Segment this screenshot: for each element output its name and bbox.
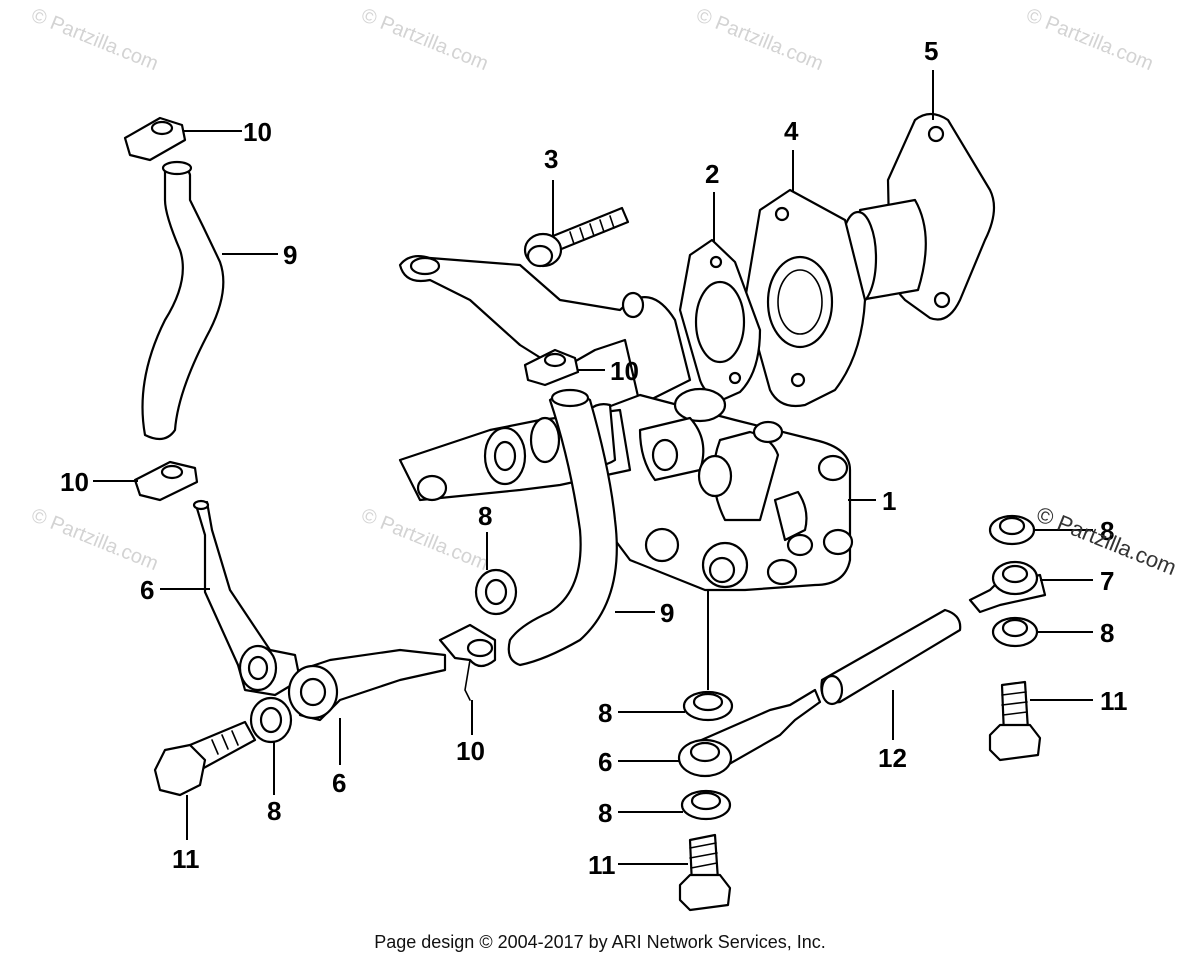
callout-8-right-low: 8 — [1100, 618, 1114, 648]
part-3-bolt — [523, 206, 630, 268]
callout-6-left: 6 — [140, 575, 154, 605]
part-4-plate — [743, 188, 867, 408]
callout-8-left: 8 — [267, 796, 281, 826]
part-6-banjo-left-horizontal — [287, 648, 447, 722]
part-11-bolt-right — [988, 680, 1042, 762]
part-10-clamp-lower — [438, 623, 497, 701]
watermark-6: © Partzilla.com — [358, 504, 491, 575]
callouts: 10 9 10 10 3 2 4 5 1 8 9 6 10 6 8 11 8 6… — [60, 36, 1128, 880]
part-9-hose-lower — [507, 388, 618, 667]
callout-8-mid-lower: 8 — [598, 798, 612, 828]
part-7-banjo-right — [968, 560, 1047, 614]
callout-4: 4 — [784, 116, 799, 146]
callout-6-lower: 6 — [598, 747, 612, 777]
part-6-banjo-left-vertical — [192, 499, 302, 697]
bracket — [398, 255, 692, 407]
callout-11-left: 11 — [172, 844, 200, 874]
callout-10-left: 10 — [60, 467, 89, 497]
callout-8-right-top: 8 — [1100, 516, 1114, 546]
callout-10-lower: 10 — [456, 736, 485, 766]
part-8-washer-right-low — [991, 616, 1039, 648]
callout-8-mid: 8 — [598, 698, 612, 728]
part-8-washer-right-top — [988, 514, 1036, 546]
callout-3: 3 — [544, 144, 558, 174]
callout-7: 7 — [1100, 566, 1114, 596]
callout-8-center: 8 — [478, 501, 492, 531]
part-1-pump-body — [598, 387, 854, 592]
part-10-clamp-center — [523, 348, 580, 387]
callout-9-lower: 9 — [660, 598, 674, 628]
part-11-bolt-left — [153, 720, 257, 797]
part-2-gasket — [678, 238, 762, 402]
part-12-pipe — [820, 608, 962, 706]
callout-11-lower: 11 — [588, 850, 616, 880]
callout-10-top: 10 — [243, 117, 272, 147]
part-8-washer-mid-lower — [680, 789, 732, 821]
watermark-2: © Partzilla.com — [358, 4, 491, 75]
callout-2: 2 — [705, 159, 719, 189]
part-8-washer-mid — [682, 690, 734, 722]
leader-lines — [93, 70, 1093, 865]
callout-12: 12 — [878, 743, 907, 773]
callout-9-upper: 9 — [283, 240, 297, 270]
callout-6-mid: 6 — [332, 768, 346, 798]
callout-11-right: 11 — [1100, 686, 1128, 716]
part-9-hose-upper — [141, 160, 225, 441]
watermark-5: © Partzilla.com — [28, 504, 161, 575]
part-6-banjo-lower — [677, 688, 822, 778]
watermark-4: © Partzilla.com — [1023, 4, 1156, 75]
watermark-1: © Partzilla.com — [28, 4, 161, 75]
callout-5: 5 — [924, 36, 938, 66]
part-11-bolt-lower — [678, 833, 732, 912]
callout-10-center: 10 — [610, 356, 639, 386]
callout-1: 1 — [882, 486, 896, 516]
page-credit: Page design © 2004-2017 by ARI Network S… — [374, 932, 826, 952]
part-10-clamp-top — [123, 116, 187, 162]
part-8-washer-left-low — [249, 696, 293, 744]
part-8-washer-center — [474, 568, 518, 616]
part-10-clamp-mid-left — [133, 460, 199, 502]
watermark-3: © Partzilla.com — [693, 4, 826, 75]
